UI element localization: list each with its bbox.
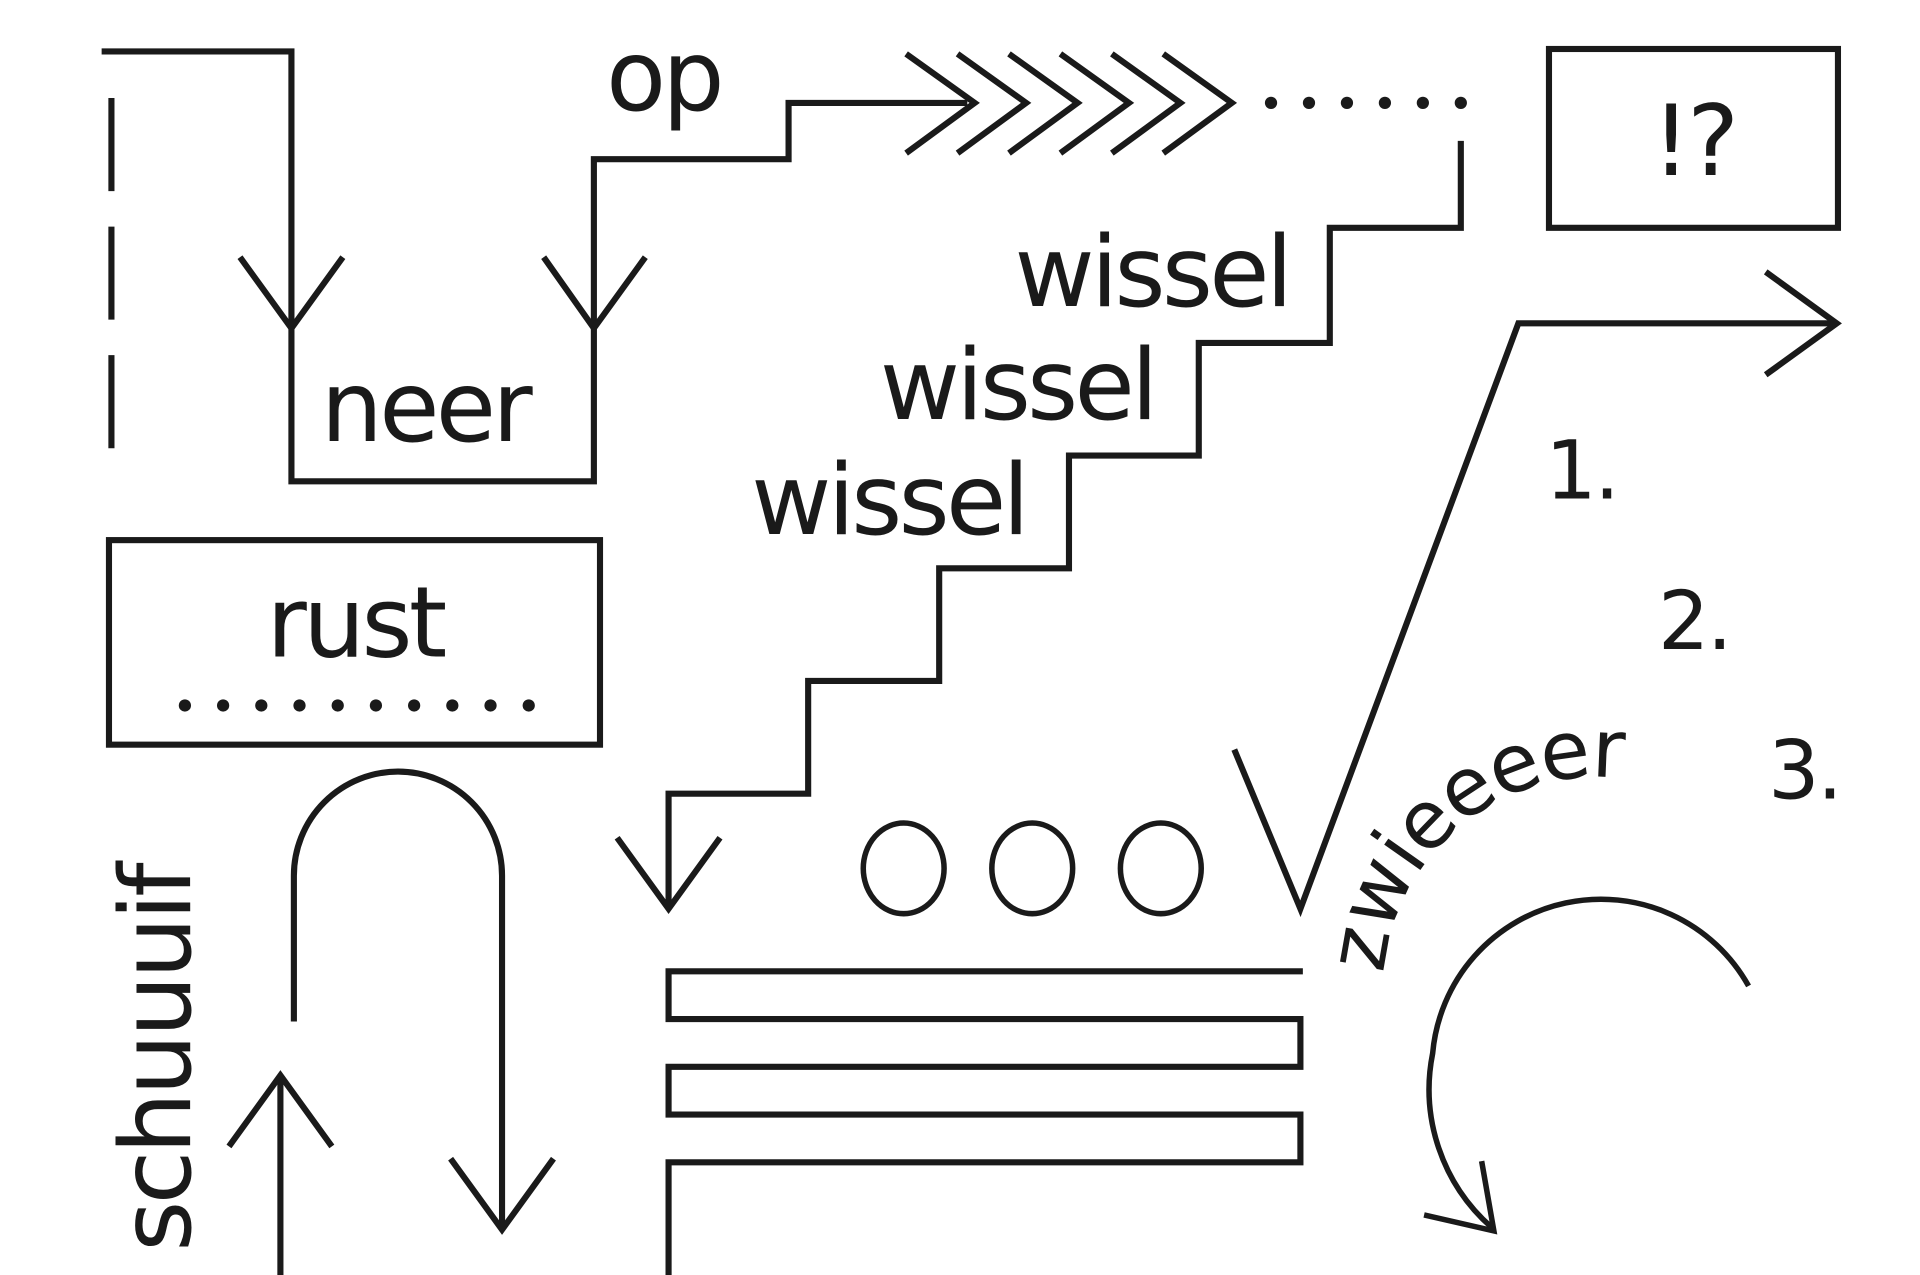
label-neer: neer	[321, 351, 534, 465]
label-step-1: 1.	[1545, 424, 1617, 518]
rust-box	[105, 537, 604, 748]
chevron-icon	[1110, 51, 1186, 156]
trail-dot	[1378, 96, 1392, 110]
trail-dot	[1302, 96, 1316, 110]
trail-dot	[1416, 96, 1429, 110]
neer-path	[101, 48, 968, 485]
rust-dot	[178, 699, 192, 712]
u-turn-path	[290, 768, 506, 1229]
rust-dot	[446, 699, 459, 712]
trail-dot	[1454, 96, 1467, 110]
rust-dot	[293, 699, 306, 712]
up-arrow-head	[226, 1070, 335, 1149]
down-arrow-head-left	[237, 255, 346, 334]
label-wissel-3: wissel	[751, 444, 1026, 558]
rust-dotted-line	[178, 699, 535, 712]
label-zwieeeer-path: zwieeeer	[1310, 702, 1631, 977]
rust-dot	[522, 699, 535, 712]
u-turn-arrow-head	[448, 1156, 556, 1235]
serpentine-path	[665, 968, 1304, 1275]
rust-dot	[255, 699, 268, 712]
chevron-icon	[904, 51, 980, 156]
swirl-arc	[1426, 896, 1751, 1230]
swirl-arrow-head	[1423, 1160, 1498, 1235]
rust-dot	[331, 699, 344, 712]
rust-dot	[484, 699, 497, 712]
label-wissel-1: wissel	[1015, 216, 1290, 330]
rust-dot	[369, 699, 383, 712]
rust-dot	[408, 699, 421, 712]
trail-dot	[1340, 96, 1354, 110]
rust-dot	[216, 699, 230, 712]
label-step-3: 3.	[1768, 725, 1840, 819]
label-rust: rust	[267, 566, 446, 680]
trail-dot	[1264, 96, 1278, 110]
chevron-icon	[1007, 51, 1083, 156]
label-zwieeeer: zwieeeer	[1310, 702, 1628, 977]
label-exclaim-question: !?	[1652, 85, 1736, 199]
label-step-2: 2.	[1658, 575, 1730, 669]
chevron-arrows	[904, 51, 1238, 156]
circle-icon	[1117, 820, 1204, 917]
top-dotted-trail	[1264, 96, 1467, 110]
label-wissel-2: wissel	[880, 329, 1155, 443]
chevron-icon	[1058, 51, 1135, 156]
check-arrow-path	[1231, 320, 1837, 918]
down-arrow-head-right	[541, 255, 648, 334]
circle-icon	[989, 820, 1076, 917]
circle-icon	[860, 820, 947, 917]
chevron-icon	[955, 51, 1032, 156]
exclaim-question-box	[1545, 45, 1842, 231]
label-op: op	[606, 20, 721, 134]
circle-row	[860, 820, 1204, 917]
check-arrow-head	[1763, 269, 1842, 378]
label-schuuuif: schuuuif	[100, 860, 214, 1252]
staircase-path	[665, 140, 1464, 907]
chevron-icon	[1161, 51, 1238, 156]
staircase-arrow-head	[614, 835, 723, 915]
